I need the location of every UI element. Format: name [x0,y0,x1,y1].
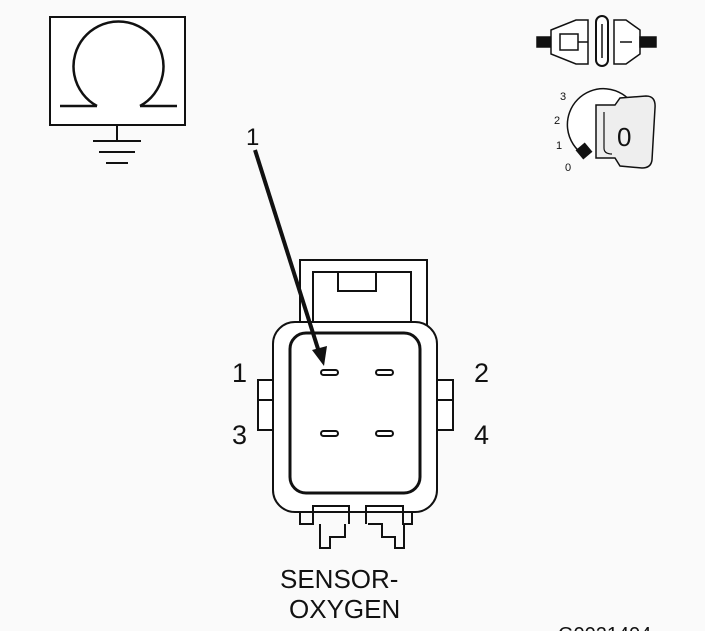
terminal-2 [375,369,394,376]
ignition-position-3: 3 [560,91,566,103]
ignition-key-icon [566,87,656,169]
terminal-3 [320,430,339,437]
pin-label-3: 3 [232,420,247,450]
oxygen-sensor-connector [257,259,454,549]
ground-icon [93,125,141,164]
callout-arrow [253,149,327,366]
pin-label-1: 1 [232,358,247,388]
terminal-1 [320,369,339,376]
figure-id: G0021494 [558,624,651,631]
disconnected-connector-icon [536,15,657,67]
connector-name-line1: SENSOR- [280,564,398,594]
ignition-key-label: 0 [617,122,631,152]
ignition-position-1: 1 [556,140,562,152]
pin-label-4: 4 [474,420,489,450]
pin-label-2: 2 [474,358,489,388]
ignition-position-0: 0 [565,162,571,174]
connector-name-line2: OXYGEN [289,594,400,624]
ignition-position-2: 2 [554,115,560,127]
terminal-4 [375,430,394,437]
ohm-symbol-icon [49,16,186,126]
connector-terminals [320,369,394,437]
callout-label: 1 [246,124,259,151]
